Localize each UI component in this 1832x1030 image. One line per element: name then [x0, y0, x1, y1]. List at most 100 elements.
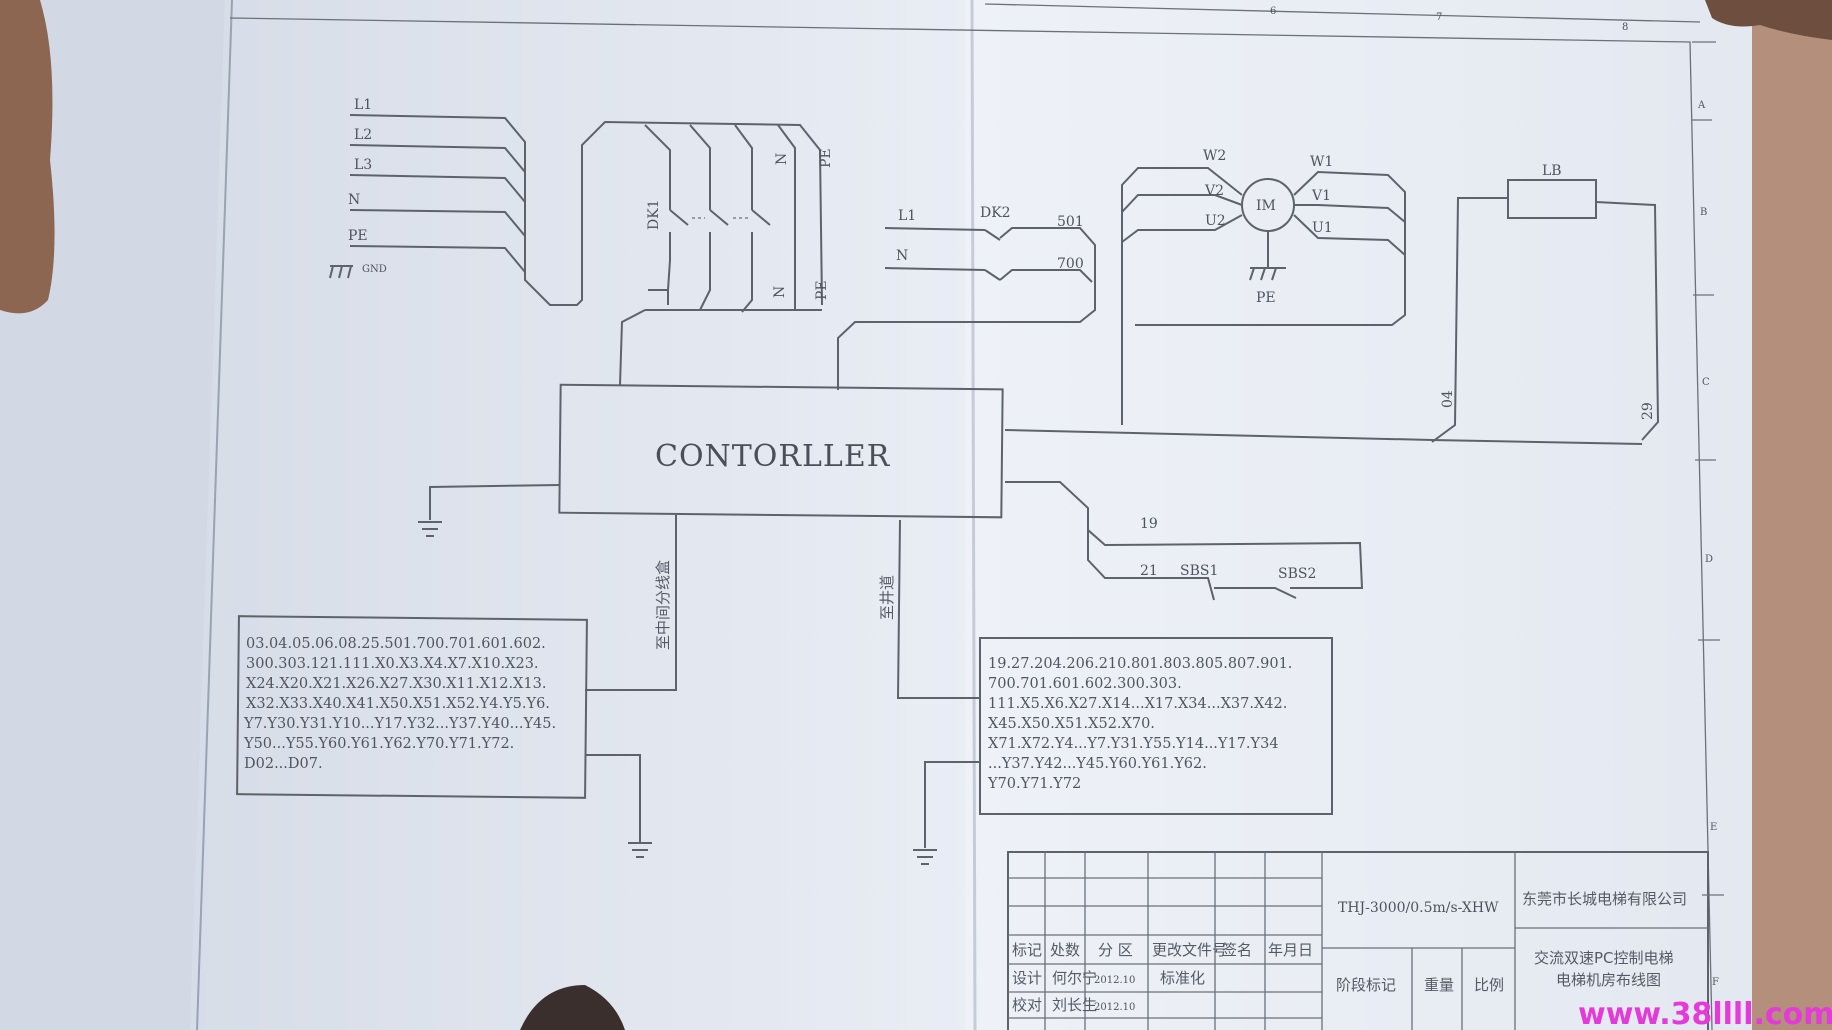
right-ref-a: A: [1697, 100, 1706, 111]
label-cable-right: 至井道: [878, 575, 896, 620]
head-cell-1: 标记: [1012, 941, 1042, 959]
brake-lb: [1004, 179, 1660, 445]
label-n: N: [348, 192, 360, 208]
label-dk1: DK1: [646, 199, 662, 230]
label-u1: U1: [1312, 220, 1333, 236]
terminal-left-line-7: D02...D07.: [244, 756, 323, 772]
terminal-right-line-5: X71.X72.Y4...Y7.Y31.Y55.Y14...Y17.Y34: [988, 736, 1279, 752]
breaker-dk1: [619, 124, 823, 386]
breaker-dk2: [837, 227, 1096, 390]
terminal-right-line-7: Y70.Y71.Y72: [987, 776, 1081, 792]
page-fold: [970, 0, 977, 1030]
terminal-box-left: [236, 615, 588, 799]
controller: [418, 383, 1004, 537]
label-dk2-n: N: [896, 248, 908, 264]
terminal-right-line-1: 19.27.204.206.210.801.803.805.807.901.: [988, 656, 1292, 672]
switch-loop: [1005, 481, 1364, 601]
page-edge: [196, 0, 233, 1030]
label-sbs1: SBS1: [1180, 563, 1218, 579]
label-dk2: DK2: [980, 205, 1011, 221]
label-dk1-top-n: N: [774, 153, 790, 165]
label-w2: W2: [1203, 148, 1226, 164]
label-v2: V2: [1204, 183, 1224, 199]
controller-label: CONTORLLER: [655, 439, 891, 474]
right-ref-e: E: [1710, 822, 1717, 833]
label-dk1-bottom-pe: PE: [814, 280, 830, 300]
company-name: 东莞市长城电梯有限公司: [1522, 890, 1687, 908]
label-l3: L3: [354, 157, 372, 173]
check-label: 校对: [1012, 996, 1042, 1014]
label-lb: LB: [1542, 163, 1562, 179]
terminal-left-line-3: X24.X20.X21.X26.X27.X30.X11.X12.X13.: [246, 676, 546, 692]
terminal-list-right: 19.27.204.206.210.801.803.805.807.901. 7…: [987, 656, 1292, 792]
terminal-left-line-6: Y50...Y55.Y60.Y61.Y62.Y70.Y71.Y72.: [243, 736, 514, 752]
terminal-right-line-3: 111.X5.X6.X27.X14...X17.X34...X37.X42.: [988, 696, 1287, 712]
watermark: www.38llll.com: [1578, 997, 1832, 1030]
terminal-right-line-4: X45.X50.X51.X52.X70.: [988, 716, 1155, 732]
title-block-text: THJ-3000/0.5m/s-XHW 东莞市长城电梯有限公司 交流双速PC控制…: [1012, 890, 1687, 1014]
top-ref-8: 8: [1622, 22, 1628, 33]
drawing-frame: [229, 3, 1716, 1030]
label-pe: PE: [348, 228, 368, 244]
label-dk2-700: 700: [1057, 256, 1084, 272]
terminal-list-left: 03.04.05.06.08.25.501.700.701.601.602. 3…: [243, 636, 556, 772]
label-dk2-l1: L1: [898, 208, 916, 224]
design-label: 设计: [1012, 969, 1042, 987]
label-dk1-bottom-n: N: [772, 286, 788, 298]
head-cell-2: 处数: [1050, 941, 1080, 959]
head-cell-5: 签名: [1222, 941, 1252, 959]
drawing-title-2: 电梯机房布线图: [1556, 971, 1661, 989]
label-im: IM: [1256, 198, 1276, 214]
top-ref-7: 7: [1436, 12, 1442, 23]
hand-left: [0, 0, 55, 314]
head-cell-4: 更改文件号: [1152, 941, 1227, 959]
right-ref-b: B: [1700, 207, 1707, 218]
label-21: 21: [1140, 563, 1158, 579]
labels: L1 L2 L3 N PE GND DK1 N PE N PE DK2 L1 N…: [348, 97, 1656, 650]
label-gnd: GND: [362, 264, 387, 275]
label-v1: V1: [1311, 188, 1331, 204]
back-page: [0, 0, 235, 1030]
weight-label: 重量: [1424, 976, 1454, 994]
table-edge: [1752, 0, 1832, 1030]
terminal-left-line-5: Y7.Y30.Y31.Y10...Y17.Y32...Y37.Y40...Y45…: [243, 716, 556, 732]
terminal-right-line-2: 700.701.601.602.300.303.: [988, 676, 1182, 692]
label-29: 29: [1640, 402, 1656, 420]
label-cable-left: 至中间分线盒: [654, 560, 672, 650]
label-dk2-501: 501: [1057, 214, 1084, 230]
top-ref-6: 6: [1270, 6, 1276, 17]
motor-im: [1121, 167, 1406, 425]
designer-name: 何尔宁: [1052, 969, 1097, 987]
terminal-left-line-4: X32.X33.X40.X41.X50.X51.X52.Y4.Y5.Y6.: [246, 696, 550, 712]
terminal-left-line-1: 03.04.05.06.08.25.501.700.701.601.602.: [246, 636, 546, 652]
cable-left: [585, 515, 677, 858]
label-w1: W1: [1310, 154, 1333, 170]
border-refs: 6 7 8 A B C D E F: [1270, 6, 1719, 988]
terminal-box-right: [979, 637, 1333, 815]
right-ref-c: C: [1702, 377, 1710, 388]
right-ref-d: D: [1705, 554, 1713, 565]
label-u2: U2: [1205, 213, 1226, 229]
label-l2: L2: [354, 127, 372, 143]
stage-mark-label: 阶段标记: [1336, 976, 1396, 994]
label-l1: L1: [354, 97, 372, 113]
left-page: [190, 0, 975, 1030]
border-ticks: [1692, 119, 1724, 896]
title-block: [1007, 851, 1709, 1030]
hand-bottom: [520, 985, 625, 1030]
head-cell-6: 年月日: [1268, 941, 1313, 959]
supply-bundle: [329, 114, 821, 306]
checker-name: 刘长生: [1052, 996, 1097, 1014]
design-date: 2012.10: [1094, 975, 1135, 986]
label-19: 19: [1140, 516, 1158, 532]
standardization-label: 标准化: [1160, 969, 1205, 987]
right-ref-f: F: [1712, 977, 1719, 988]
right-page: [965, 0, 1790, 1030]
label-motor-pe: PE: [1256, 290, 1276, 306]
terminal-right-line-6: ...Y37.Y42...Y45.Y60.Y61.Y62.: [988, 756, 1207, 772]
label-04: 04: [1440, 390, 1456, 408]
model-number: THJ-3000/0.5m/s-XHW: [1338, 900, 1499, 916]
label-sbs2: SBS2: [1278, 566, 1316, 582]
